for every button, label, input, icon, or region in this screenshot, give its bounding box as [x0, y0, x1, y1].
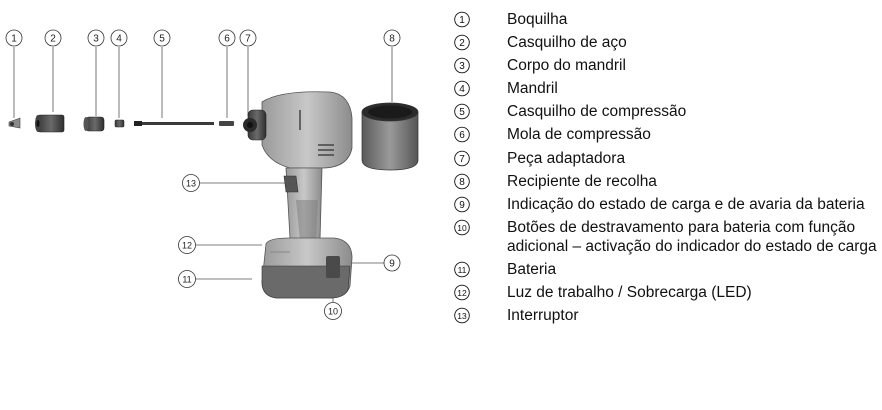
legend-item: 5 Casquilho de compressão — [453, 102, 878, 121]
svg-text:3: 3 — [459, 61, 465, 72]
svg-text:13: 13 — [457, 311, 467, 321]
legend-item: 2 Casquilho de aço — [453, 33, 878, 52]
legend-item: 13 Interruptor — [453, 306, 878, 325]
svg-text:4: 4 — [116, 34, 122, 45]
legend-item: 6 Mola de compressão — [453, 125, 878, 144]
svg-text:2: 2 — [50, 34, 56, 45]
legend-label: Indicação do estado de carga e de avaria… — [507, 195, 865, 213]
svg-text:13: 13 — [186, 179, 196, 189]
svg-text:8: 8 — [389, 34, 395, 45]
legend-label: Botões de destravamento para bateria com… — [507, 218, 877, 256]
callout-12: 12 — [178, 236, 196, 254]
legend-item: 1 Boquilha — [453, 10, 878, 29]
callout-5: 5 — [153, 29, 171, 47]
legend-number-badge: 5 — [453, 102, 477, 121]
svg-text:10: 10 — [328, 307, 338, 317]
legend-number-badge: 2 — [453, 33, 477, 52]
legend-label: Casquilho de compressão — [507, 103, 687, 121]
parts-legend: 1 Boquilha 2 Casquilho de aço 3 Corpo do… — [453, 10, 878, 329]
svg-text:9: 9 — [459, 200, 465, 211]
legend-item: 12 Luz de trabalho / Sobrecarga (LED) — [453, 283, 878, 302]
callout-7: 7 — [239, 29, 257, 47]
legend-label: Interruptor — [507, 307, 579, 325]
svg-text:12: 12 — [182, 241, 192, 251]
legend-item: 9 Indicação do estado de carga e de avar… — [453, 195, 878, 214]
legend-number-badge: 3 — [453, 56, 477, 75]
legend-item: 4 Mandril — [453, 79, 878, 98]
legend-label: Peça adaptadora — [507, 149, 626, 167]
svg-text:2: 2 — [459, 38, 465, 49]
svg-text:3: 3 — [93, 34, 99, 45]
svg-text:7: 7 — [459, 154, 465, 165]
callout-4: 4 — [110, 29, 128, 47]
svg-text:8: 8 — [459, 177, 465, 188]
legend-item: 7 Peça adaptadora — [453, 149, 878, 168]
steel-sleeve-part — [35, 114, 65, 133]
legend-item: 11 Bateria — [453, 260, 878, 279]
legend-number-badge: 10 — [453, 218, 477, 237]
legend-number-badge: 8 — [453, 172, 477, 191]
legend-item: 8 Recipiente de recolha — [453, 172, 878, 191]
legend-label: Boquilha — [507, 11, 568, 28]
legend-item: 3 Corpo do mandril — [453, 56, 878, 75]
legend-number-badge: 7 — [453, 149, 477, 168]
callout-11: 11 — [178, 270, 196, 288]
legend-number-badge: 9 — [453, 195, 477, 214]
svg-text:6: 6 — [459, 130, 465, 141]
legend-label: Luz de trabalho / Sobrecarga (LED) — [507, 284, 752, 302]
svg-text:12: 12 — [457, 288, 467, 298]
legend-label: Casquilho de aço — [507, 34, 627, 52]
legend-number-badge: 6 — [453, 125, 477, 144]
callout-3: 3 — [87, 29, 105, 47]
chuck-body-part — [83, 116, 105, 132]
svg-text:6: 6 — [224, 34, 230, 45]
svg-text:11: 11 — [182, 275, 191, 285]
legend-number-badge: 1 — [453, 10, 477, 29]
svg-text:1: 1 — [459, 15, 465, 26]
legend-label: Bateria — [507, 261, 557, 279]
svg-text:7: 7 — [245, 34, 251, 45]
legend-number-badge: 11 — [453, 260, 477, 279]
svg-text:4: 4 — [459, 84, 465, 95]
svg-text:11: 11 — [458, 265, 467, 275]
callout-6: 6 — [218, 29, 236, 47]
compression-sleeve-part — [134, 121, 214, 126]
collection-container-part — [361, 102, 419, 171]
svg-text:5: 5 — [159, 34, 165, 45]
legend-label: Recipiente de recolha — [507, 172, 657, 190]
legend-number-badge: 4 — [453, 79, 477, 98]
callout-10: 10 — [324, 302, 342, 320]
svg-text:9: 9 — [389, 259, 395, 270]
callout-1: 1 — [5, 29, 23, 47]
svg-text:1: 1 — [11, 34, 17, 45]
legend-label: Corpo do mandril — [507, 57, 626, 75]
nozzle-part — [8, 117, 21, 129]
legend-label: Mola de compressão — [507, 126, 651, 144]
compression-spring-part — [219, 121, 234, 126]
legend-label: Mandril — [507, 80, 558, 98]
callout-13: 13 — [182, 174, 200, 192]
callout-8: 8 — [383, 29, 401, 47]
cordless-drill-body — [243, 91, 353, 299]
chuck-part — [114, 119, 125, 128]
legend-number-badge: 13 — [453, 306, 477, 325]
callout-2: 2 — [44, 29, 62, 47]
svg-text:10: 10 — [457, 223, 467, 233]
legend-number-badge: 12 — [453, 283, 477, 302]
callout-9: 9 — [383, 254, 401, 272]
svg-text:5: 5 — [459, 107, 465, 118]
tool-exploded-view-figure: 1 2 3 4 5 6 7 8 9 10 11 12 — [0, 0, 420, 405]
legend-item: 10 Botões de destravamento para bateria … — [453, 218, 878, 256]
